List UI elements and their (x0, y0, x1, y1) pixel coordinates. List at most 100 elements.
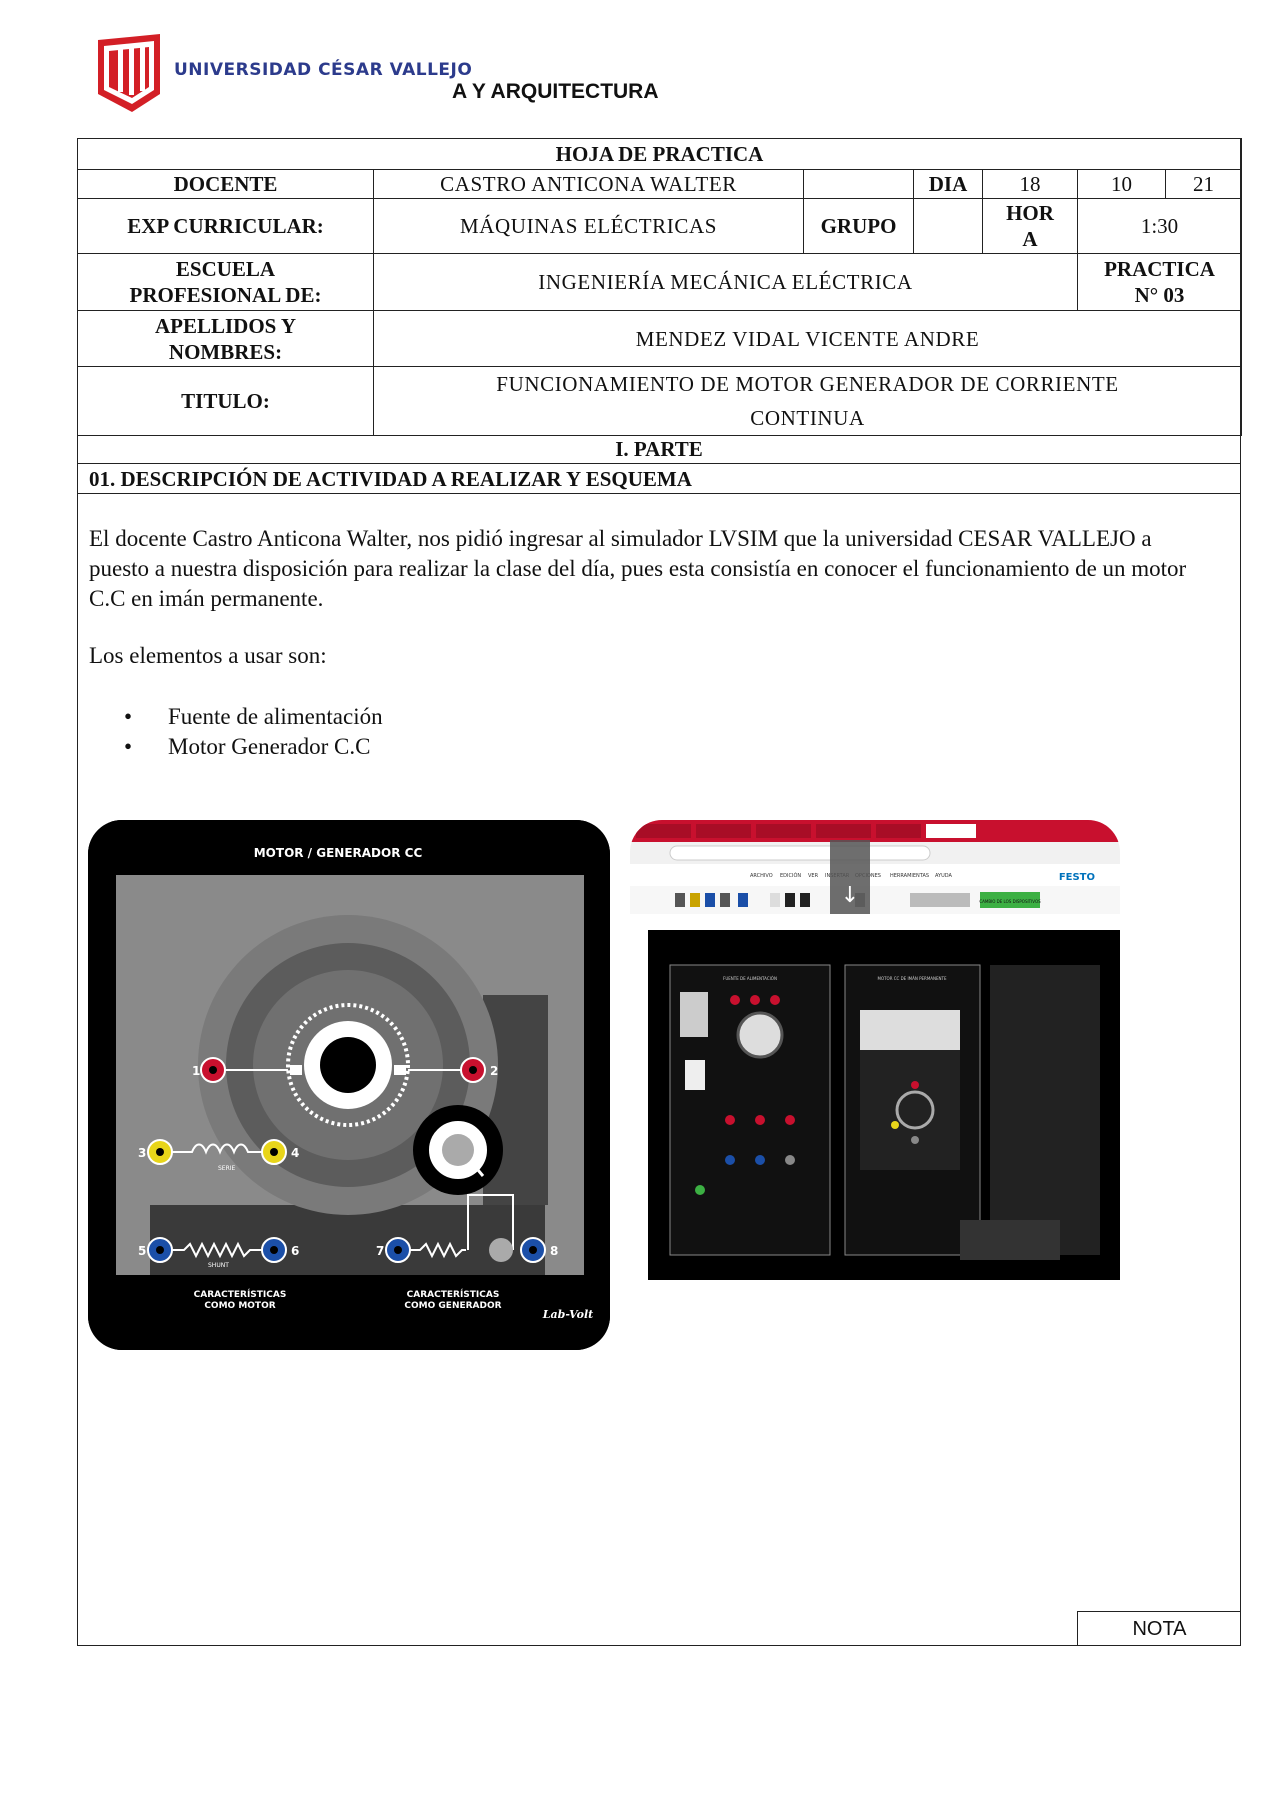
motor-generator-panel: MOTOR / GENERADOR CC 1 2 3 SERIE 4 (88, 820, 610, 1350)
browser-tab-bar (630, 820, 1120, 842)
hora-label-line2: A (1022, 227, 1038, 251)
university-name: UNIVERSIDAD CÉSAR VALLEJO (174, 60, 473, 80)
brush-right (394, 1065, 406, 1075)
series-label: SERIE (218, 1165, 236, 1172)
toolbar-icon (720, 893, 730, 907)
labvolt-logo: Lab-Volt (542, 1308, 593, 1321)
dia-month: 10 (1077, 169, 1166, 199)
motor-caption-line2: COMO MOTOR (204, 1301, 275, 1311)
grupo-value (913, 198, 983, 254)
voltmeter (680, 992, 708, 1037)
menu-item: ARCHIVO (750, 873, 773, 879)
terminal-gray (785, 1155, 795, 1165)
terminal-4-hole (270, 1148, 278, 1156)
browser-tab (636, 824, 691, 838)
terminal-label: 6 (291, 1244, 299, 1258)
terminal-blue (755, 1155, 765, 1165)
motor-caption-line1: CARACTERÍSTICAS (194, 1288, 287, 1300)
menu-item: VER (808, 873, 819, 879)
sheet-title: HOJA DE PRACTICA (76, 138, 1243, 170)
terminal-label: 7 (376, 1244, 384, 1258)
download-arrow-icon: ↓ (841, 883, 859, 908)
terminal-red (750, 995, 760, 1005)
terminal-1-hole (209, 1066, 217, 1074)
lvsim-screenshot-image: ARCHIVO EDICIÓN VER INSERTAR OPCIONES HE… (630, 820, 1120, 1350)
app-toolbar (630, 886, 1120, 914)
empty-slot (990, 965, 1100, 1255)
escuela-label-line2: PROFESIONAL DE: (129, 283, 322, 307)
festo-logo: FESTO (1059, 872, 1095, 883)
description-paragraph: El docente Castro Anticona Walter, nos p… (89, 526, 1187, 611)
power-supply-title: FUENTE DE ALIMENTACIÓN (723, 976, 777, 981)
terminal-label: 2 (490, 1064, 498, 1078)
hora-label-line1: HOR (1006, 201, 1054, 225)
titulo-line2: CONTINUA (750, 406, 865, 430)
motor-face (860, 1050, 960, 1170)
elements-label: Los elementos a usar son: (89, 643, 327, 668)
rheostat-wire (467, 1194, 514, 1250)
motor-cover (860, 1010, 960, 1050)
escuela-label: ESCUELA PROFESIONAL DE: (77, 253, 374, 311)
terminal-yellow (891, 1121, 899, 1129)
apellidos-label: APELLIDOS Y NOMBRES: (77, 310, 374, 367)
list-item: Motor Generador C.C (120, 732, 383, 762)
terminal-3-hole (156, 1148, 164, 1156)
generator-caption-line1: CARACTERÍSTICAS (407, 1288, 500, 1300)
notification-popup (960, 1220, 1060, 1260)
terminal-label: 1 (192, 1064, 200, 1078)
panel-title: MOTOR / GENERADOR CC (254, 846, 423, 860)
docente-blank (803, 169, 914, 199)
section-parte: I. PARTE (77, 437, 1241, 464)
dia-label: DIA (913, 169, 983, 199)
browser-tab (876, 824, 921, 838)
apellidos-label-line1: APELLIDOS Y (154, 313, 296, 338)
app-menu-bar (630, 864, 1120, 886)
browser-tab (696, 824, 751, 838)
terminal-8-hole (529, 1246, 537, 1254)
nota-box: NOTA (1077, 1611, 1241, 1646)
terminal-6-hole (270, 1246, 278, 1254)
rheostat-pointer (476, 1169, 485, 1177)
change-devices-label: CAMBIO DE LOS DISPOSITIVOS (979, 899, 1041, 904)
section-description-title: 01. DESCRIPCIÓN DE ACTIVIDAD A REALIZAR … (77, 464, 1241, 494)
terminal-red (785, 1115, 795, 1125)
terminal-label: 4 (291, 1146, 299, 1160)
url-field (669, 845, 931, 861)
terminal-red (770, 995, 780, 1005)
rheostat-knob-center (442, 1134, 474, 1166)
apellidos-value: MENDEZ VIDAL VICENTE ANDRE (372, 310, 1243, 367)
browser-tab (756, 824, 811, 838)
toolbar-icon (785, 893, 795, 907)
brush-left (290, 1065, 302, 1075)
motor-generator-panel-image: MOTOR / GENERADOR CC 1 2 3 SERIE 4 (88, 820, 610, 1350)
terminal-7-hole (394, 1246, 402, 1254)
escuela-value: INGENIERÍA MECÁNICA ELÉCTRICA (373, 253, 1078, 311)
terminal-red (730, 995, 740, 1005)
toolbar-icon (738, 893, 748, 907)
titulo-line1: FUNCIONAMIENTO DE MOTOR GENERADOR DE COR… (496, 372, 1119, 396)
motor-symbol (895, 1090, 935, 1130)
power-switch[interactable] (685, 1060, 705, 1090)
hora-value: 1:30 (1076, 198, 1243, 254)
browser-tab-active (926, 824, 976, 838)
terminal-blue (725, 1155, 735, 1165)
toolbar-icon (675, 893, 685, 907)
docente-value: CASTRO ANTICONA WALTER (373, 169, 804, 199)
hora-label: HOR A (982, 198, 1078, 254)
pointer-overlay (830, 840, 870, 914)
rheostat-resistor (410, 1241, 466, 1259)
info-table: HOJA DE PRACTICA DOCENTE CASTRO ANTICONA… (76, 138, 1243, 436)
terminal-label: 8 (550, 1244, 558, 1258)
voltage-knob[interactable] (736, 1011, 784, 1059)
series-coil (172, 1143, 273, 1155)
terminal-5-hole (156, 1246, 164, 1254)
shunt-label: SHUNT (208, 1262, 229, 1269)
change-devices-button[interactable] (980, 892, 1040, 908)
titulo-value: FUNCIONAMIENTO DE MOTOR GENERADOR DE COR… (372, 366, 1243, 436)
grupo-label: GRUPO (803, 198, 914, 254)
list-item: Fuente de alimentación (120, 702, 383, 732)
motor-module-title: MOTOR CC DE IMÁN PERMANENTE (878, 976, 947, 981)
workspace-bottom (630, 1280, 1120, 1350)
dia-day: 18 (982, 169, 1078, 199)
menu-item: HERRAMIENTAS (890, 873, 929, 879)
